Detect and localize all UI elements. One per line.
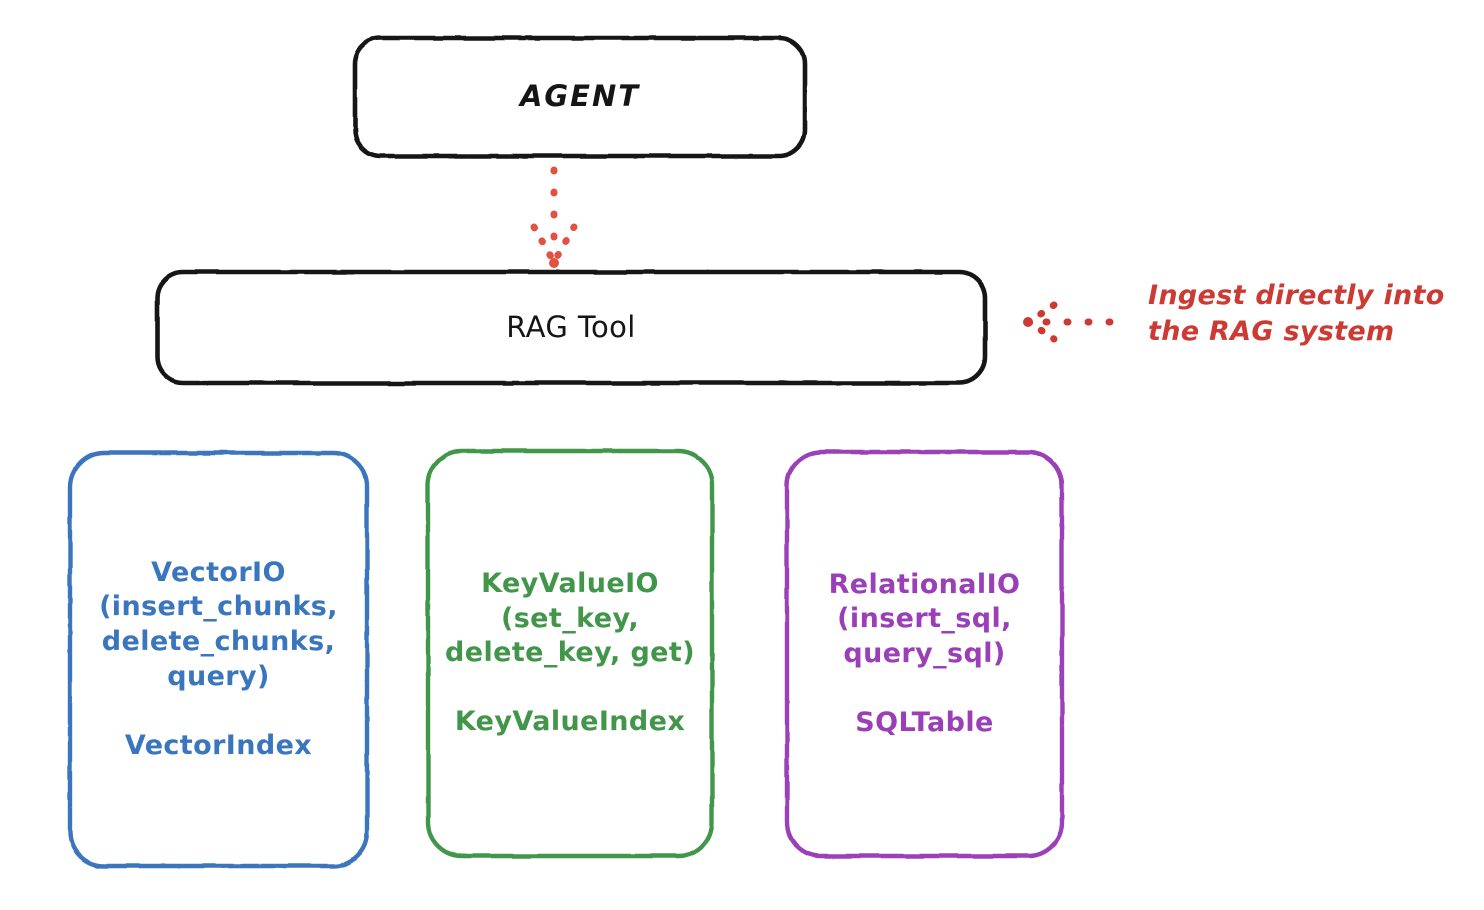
node-agent-label: AGENT [519, 79, 641, 114]
node-relational-io[interactable]: RelationalIO (insert_sql, query_sql) SQL… [787, 452, 1062, 856]
node-rag-tool[interactable]: RAG Tool [157, 272, 985, 383]
rag-tool-box-outline [154, 269, 988, 386]
annotation-ingest-text: Ingest directly into the RAG system [1148, 280, 1445, 347]
node-relational-io-label: RelationalIO (insert_sql, query_sql) SQL… [828, 568, 1021, 738]
node-key-value-io-label: KeyValueIO (set_key, delete_key, get) Ke… [445, 568, 695, 738]
key-value-io-box-outline [425, 448, 715, 859]
node-vector-io[interactable]: VectorIO (insert_chunks, delete_chunks, … [70, 453, 367, 866]
node-agent[interactable]: AGENT [355, 38, 805, 156]
node-rag-tool-label: RAG Tool [506, 309, 636, 344]
annotation-ingest: Ingest directly into the RAG system [1148, 278, 1470, 349]
node-key-value-io[interactable]: KeyValueIO (set_key, delete_key, get) Ke… [428, 451, 712, 856]
agent-box-outline [352, 35, 808, 159]
node-vector-io-label: VectorIO (insert_chunks, delete_chunks, … [99, 556, 338, 761]
relational-io-box-outline [784, 449, 1065, 859]
connector-agent-to-rag-tool [530, 166, 578, 268]
connector-ingest-to-rag-tool [1023, 301, 1134, 343]
vector-io-box-outline [67, 450, 370, 869]
